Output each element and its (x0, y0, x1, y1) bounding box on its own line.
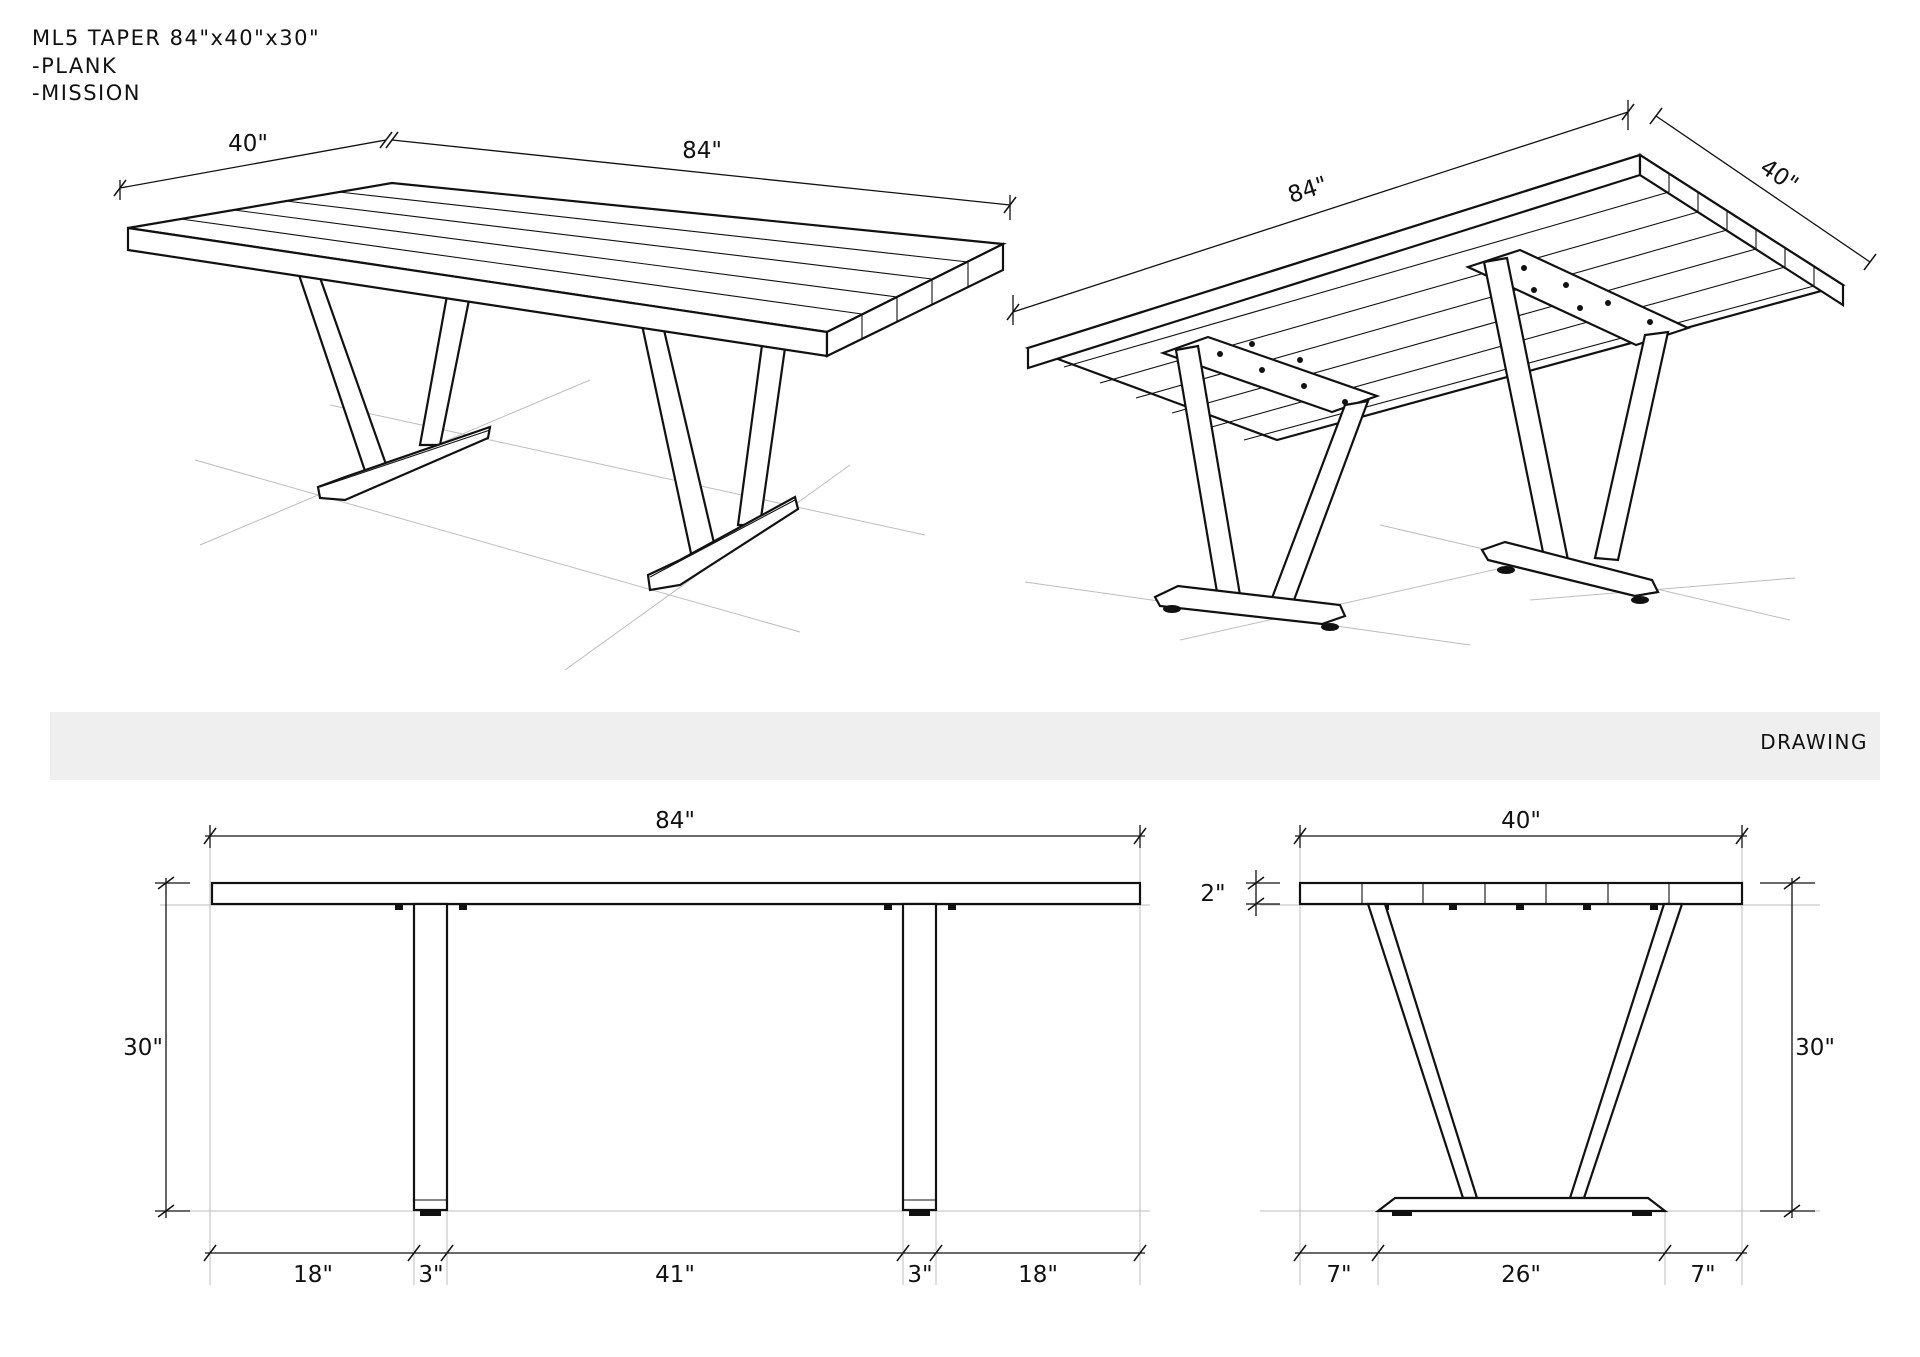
side-tabletop (210, 881, 1142, 906)
end-leg-left (1366, 902, 1479, 1200)
iso-under-top (1024, 153, 1846, 442)
iso-under-width-dimension: 40" (1755, 154, 1803, 198)
far-leg-foot (316, 425, 492, 502)
side-length-dimension: 84" (655, 808, 695, 834)
end-leg-right (1568, 902, 1684, 1200)
side-offset-left-dimension: 18" (293, 1262, 333, 1288)
leveling-foot (1163, 605, 1181, 613)
far-leg-upright-b (418, 288, 472, 447)
side-leg-left-dimension: 3" (418, 1262, 443, 1288)
near-leg-foot (646, 495, 800, 592)
plate-screws (1217, 265, 1653, 405)
side-leg-right-dimension: 3" (907, 1262, 932, 1288)
side-offset-right-dimension: 18" (1018, 1262, 1058, 1288)
near-leg-upright-b (736, 343, 787, 527)
mounting-plate-left (1159, 335, 1381, 414)
end-height-dimension: 30" (1795, 1035, 1835, 1061)
drawing-title: ML5 TAPER 84"x40"x30" (32, 26, 321, 50)
iso-front-width-dimension: 40" (228, 131, 268, 157)
end-foot-left-dimension: 7" (1326, 1262, 1351, 1288)
far-leg-upright-a (296, 270, 390, 476)
end-width-dimension: 40" (1501, 808, 1541, 834)
spec-plank: -PLANK (32, 54, 118, 78)
under-right-upright-b (1593, 330, 1670, 562)
section-label: DRAWING (1760, 730, 1868, 754)
iso-tabletop-end (825, 242, 1005, 358)
iso-view-front: 40" 84" (113, 131, 1017, 671)
iso-front-length-dimension: 84" (682, 138, 722, 164)
leveling-foot (1321, 623, 1339, 631)
iso-under-length-dimension: 84" (1285, 172, 1331, 209)
mounting-plate-right (1465, 248, 1691, 347)
side-leg-right (901, 902, 938, 1212)
side-span-dimension: 41" (655, 1262, 695, 1288)
under-left-foot (1153, 584, 1347, 626)
iso-under-end (1638, 152, 1845, 308)
spec-mission: -MISSION (32, 81, 141, 105)
side-elevation: 84" 30" 18" 3" 41" 3" 18" (123, 808, 1150, 1288)
side-leg-left (412, 902, 449, 1212)
end-thickness-dimension: 2" (1200, 881, 1225, 907)
leveling-foot (1497, 566, 1515, 574)
side-height-dimension: 30" (123, 1035, 163, 1061)
end-foot (1374, 1196, 1669, 1213)
section-band: DRAWING (50, 712, 1880, 780)
leveling-foot (1631, 596, 1649, 604)
under-right-foot (1480, 540, 1660, 598)
end-elevation: 40" 2" 30" 7" 26" 7" (1200, 808, 1835, 1288)
iso-view-underside: 84" 40" (1006, 100, 1877, 646)
end-foot-span-dimension: 26" (1501, 1262, 1541, 1288)
end-foot-right-dimension: 7" (1690, 1262, 1715, 1288)
end-tabletop (1298, 881, 1744, 906)
near-leg-upright-a (640, 323, 720, 562)
